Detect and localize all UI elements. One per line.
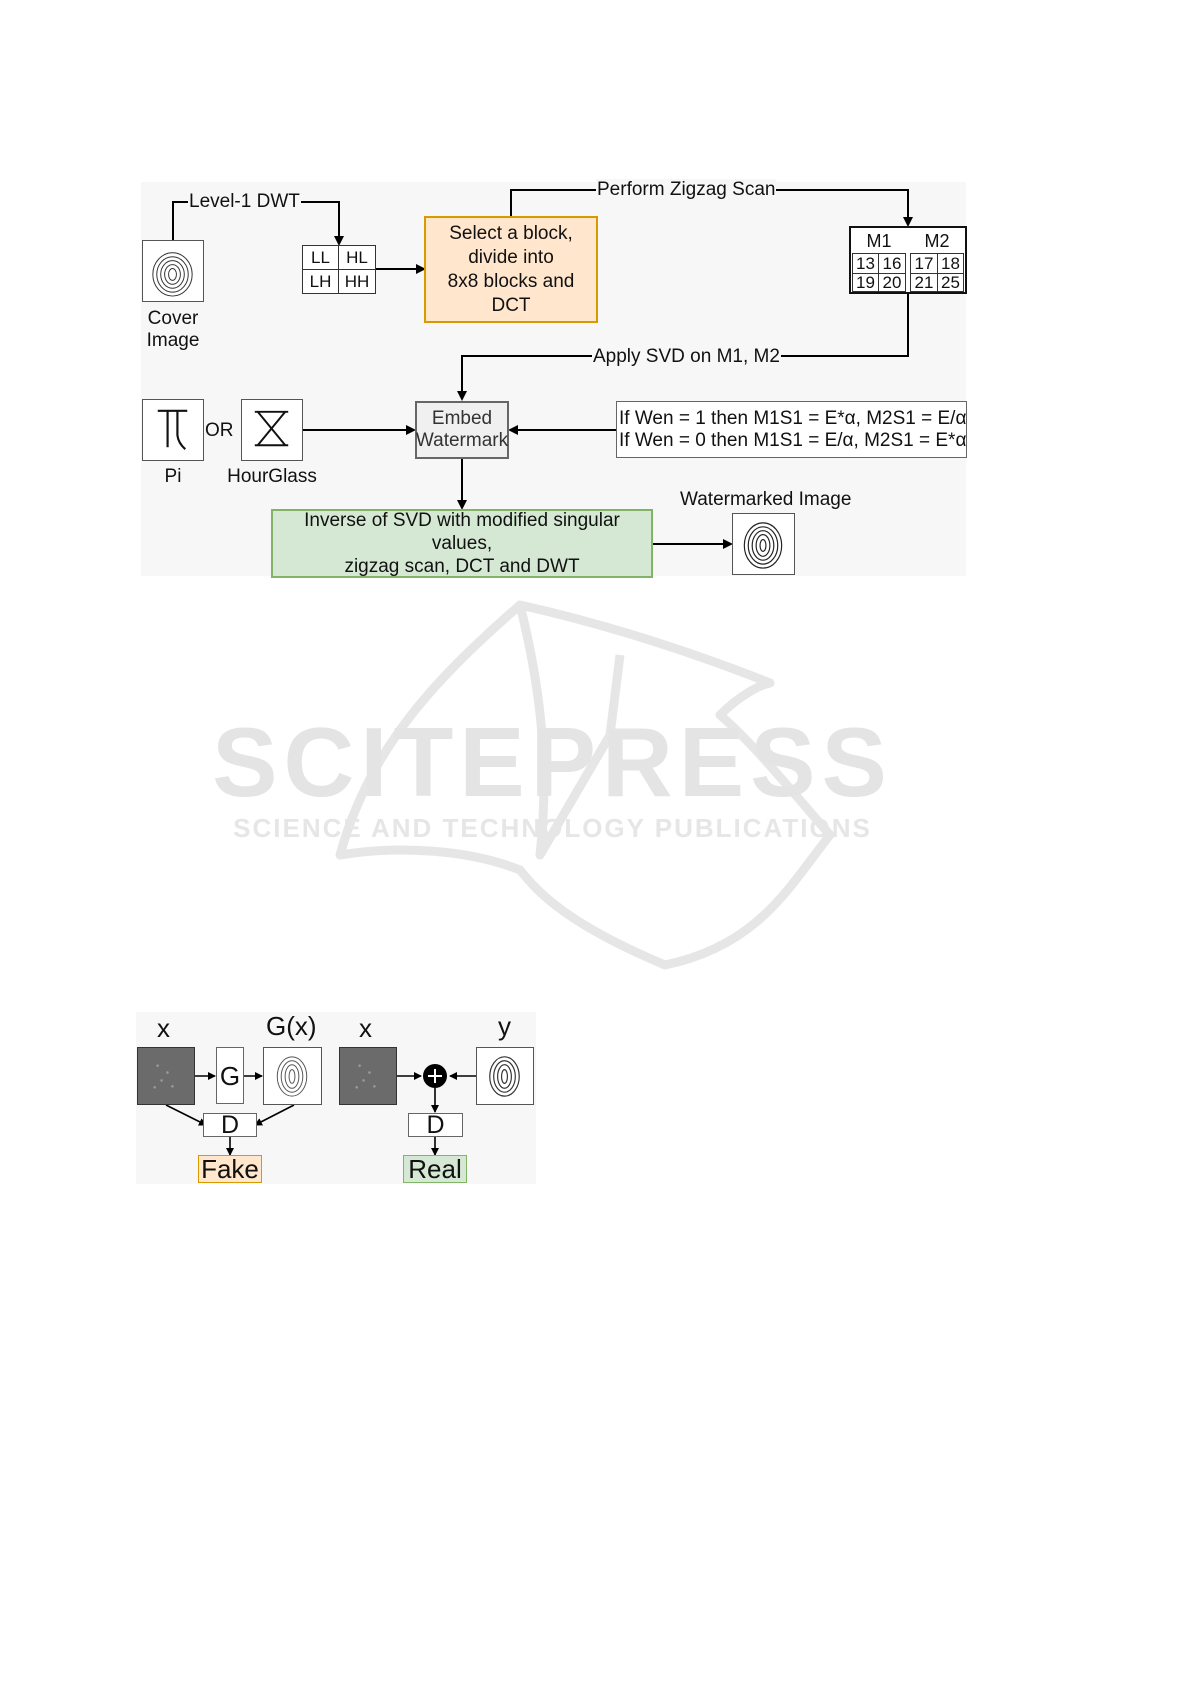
dwt-band-hh: HH xyxy=(338,269,376,294)
matrix-header-m2: M2 xyxy=(924,231,950,251)
publisher-watermark-subtitle: SCIENCE AND TECHNOLOGY PUBLICATIONS xyxy=(233,813,872,843)
matrix-cell: 21 xyxy=(910,273,938,292)
pi-label: Pi xyxy=(164,466,182,487)
gan-right-x-label: x xyxy=(359,1013,372,1043)
matrix-cell: 16 xyxy=(878,253,906,274)
fake-result-box: Fake xyxy=(198,1155,262,1183)
level1-dwt-label: Level-1 DWT xyxy=(188,191,301,213)
watermarked-image xyxy=(732,513,795,575)
real-fingerprint-image xyxy=(476,1047,534,1105)
discriminator-left-box: D xyxy=(203,1111,257,1139)
matrix-cell: 18 xyxy=(937,253,964,274)
figure2-connectors xyxy=(165,1064,476,1156)
publisher-watermark-title: SCITEPRESS xyxy=(212,707,893,817)
fake-result-label: Fake xyxy=(201,1154,259,1184)
real-result-box: Real xyxy=(403,1155,467,1183)
generator-box: G xyxy=(216,1047,244,1104)
select-block-box: Select a block, divide into 8x8 blocks a… xyxy=(424,216,598,323)
cover-image xyxy=(142,240,204,302)
select-block-text: Select a block, divide into 8x8 blocks a… xyxy=(447,222,575,316)
hourglass-pattern-icon xyxy=(254,410,289,447)
hourglass-label: HourGlass xyxy=(227,466,317,487)
plus-icon xyxy=(428,1069,442,1083)
cover-image-label: Cover Image xyxy=(146,308,200,351)
pi-pattern-icon xyxy=(157,409,188,450)
perform-zigzag-label: Perform Zigzag Scan xyxy=(596,179,777,201)
sparse-minutiae-icon xyxy=(355,1064,376,1089)
dwt-band-lh: LH xyxy=(302,269,339,294)
fingerprint-icon xyxy=(489,1056,520,1097)
fingerprint-icon xyxy=(152,252,193,297)
gan-right-y-label: y xyxy=(498,1011,511,1041)
embed-watermark-text: Embed Watermark xyxy=(415,408,509,451)
sparse-minutiae-icon xyxy=(153,1064,174,1089)
hourglass-image xyxy=(241,399,303,461)
watermarked-image-label: Watermarked Image xyxy=(680,489,852,510)
inverse-transform-text: Inverse of SVD with modified singular va… xyxy=(304,510,620,577)
discriminator-right-label: D xyxy=(426,1111,445,1139)
input-noise-image xyxy=(339,1047,397,1105)
discriminator-right-box: D xyxy=(408,1111,463,1139)
matrix-cell: 20 xyxy=(878,273,906,292)
dwt-band-hl: HL xyxy=(338,245,376,270)
embed-watermark-box: Embed Watermark xyxy=(415,401,509,459)
real-result-label: Real xyxy=(408,1154,462,1184)
or-label: OR xyxy=(205,420,234,441)
fingerprint-icon xyxy=(743,522,783,569)
matrix-cell: 13 xyxy=(852,253,879,274)
matrix-cell: 25 xyxy=(937,273,964,292)
pi-image xyxy=(142,399,204,461)
gan-left-x-label: x xyxy=(157,1013,170,1043)
embedding-rule-line-2: If Wen = 0 then M1S1 = E/α, M2S1 = E*α xyxy=(619,430,967,451)
matrix-cell: 19 xyxy=(852,273,879,292)
input-noise-image xyxy=(137,1047,195,1105)
gan-left-gx-label: G(x) xyxy=(266,1011,317,1041)
generated-image xyxy=(263,1047,322,1105)
matrix-header-m1: M1 xyxy=(866,231,892,251)
dwt-band-ll: LL xyxy=(302,245,339,270)
apply-svd-label: Apply SVD on M1, M2 xyxy=(592,346,781,368)
generator-label: G xyxy=(219,1060,241,1091)
inverse-transform-box: Inverse of SVD with modified singular va… xyxy=(271,509,653,578)
discriminator-left-label: D xyxy=(220,1111,240,1139)
fingerprint-icon xyxy=(276,1056,308,1097)
matrix-cell: 17 xyxy=(910,253,938,274)
embedding-rule-box xyxy=(616,401,967,458)
embedding-rule-line-1: If Wen = 1 then M1S1 = E*α, M2S1 = E/α xyxy=(619,408,967,429)
